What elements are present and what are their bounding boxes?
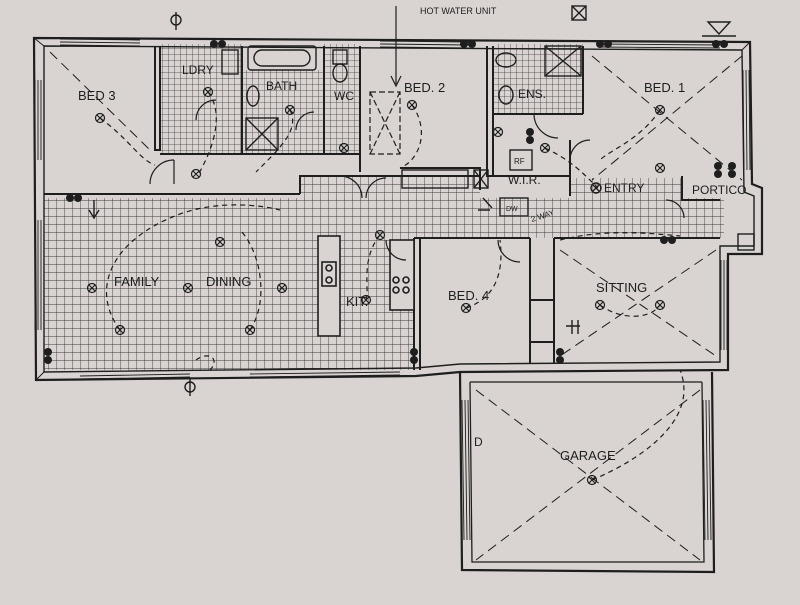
windows [34, 38, 751, 541]
family-dining-tiles [44, 198, 414, 370]
label-laundry: LDRY [182, 63, 214, 77]
light-point-symbol [654, 162, 666, 174]
label-bed-4: BED. 4 [448, 288, 489, 303]
room-diagonals [49, 51, 743, 561]
label-bed-3: BED 3 [78, 88, 116, 103]
label-garage-door: D [474, 435, 483, 449]
light-point-symbol [539, 142, 551, 154]
light-point-symbol [460, 302, 472, 314]
misc-symbols [88, 12, 736, 396]
light-point-symbol [94, 112, 106, 124]
ensuite-tiles [493, 44, 583, 114]
light-point-symbol [338, 142, 350, 154]
light-point-symbol [492, 126, 504, 138]
door-swings [149, 99, 685, 263]
light-point-symbol [114, 324, 126, 336]
light-point-symbol [284, 104, 296, 116]
light-point-symbol [86, 282, 98, 294]
power-point-symbol [66, 194, 82, 202]
light-point-symbol [374, 229, 386, 241]
label-bath: BATH [266, 79, 297, 93]
label-ensuite: ENS. [518, 87, 546, 101]
power-point-symbol [210, 40, 226, 48]
power-point-symbol [660, 236, 676, 244]
power-point-symbol [728, 162, 736, 178]
bath-fixtures [221, 5, 587, 151]
power-point-symbol [714, 162, 722, 178]
label-rf: RF [514, 157, 525, 166]
interior-walls [44, 46, 720, 370]
light-point-symbol [594, 299, 606, 311]
power-point-symbol [44, 348, 52, 364]
room-labels: HOT WATER UNIT BED 3 LDRY BATH WC BED. 2… [78, 6, 746, 463]
label-kitchen: KIT. [346, 294, 368, 309]
hot-water-unit-note: HOT WATER UNIT [420, 6, 497, 16]
label-dishwasher: DW [506, 206, 518, 213]
switching-lines [99, 91, 685, 481]
light-point-symbol [360, 294, 372, 306]
light-point-symbol [276, 282, 288, 294]
label-sitting: SITTING [596, 280, 647, 295]
label-bed-1: BED. 1 [644, 80, 685, 95]
light-point-symbol [182, 282, 194, 294]
garage-walls [458, 371, 716, 574]
power-point-symbol [556, 348, 564, 364]
label-wc: WC [334, 89, 354, 103]
light-point-symbol [202, 86, 214, 98]
label-portico: PORTICO [692, 183, 746, 197]
light-point-symbol [214, 236, 226, 248]
kitchen-bench [317, 235, 415, 337]
light-point-symbol [654, 104, 666, 116]
tiled-floor-areas [44, 44, 724, 370]
label-garage: GARAGE [560, 448, 616, 463]
light-point-symbol [406, 99, 418, 111]
light-point-symbol [190, 168, 202, 180]
hallway-tiles [414, 198, 724, 238]
power-point-symbol [410, 348, 418, 364]
light-point-symbol [586, 474, 598, 486]
laundry-tiles [160, 44, 242, 154]
label-entry: ENTRY [604, 181, 644, 195]
power-point-symbol [712, 40, 728, 48]
light-point-symbol [654, 299, 666, 311]
power-point-symbol [460, 40, 476, 48]
power-point-symbol [526, 128, 534, 144]
label-dining: DINING [206, 274, 252, 289]
fixture-boxes [401, 149, 755, 251]
light-point-symbol [244, 324, 256, 336]
power-point-symbol [596, 40, 612, 48]
label-family: FAMILY [114, 274, 160, 289]
label-bed-2: BED. 2 [404, 80, 445, 95]
hot-water-leader [369, 6, 402, 155]
label-walk-in-robe: W.I.R. [508, 173, 541, 187]
power-points [44, 40, 736, 364]
light-points [86, 86, 666, 486]
wc-tiles [324, 44, 360, 154]
